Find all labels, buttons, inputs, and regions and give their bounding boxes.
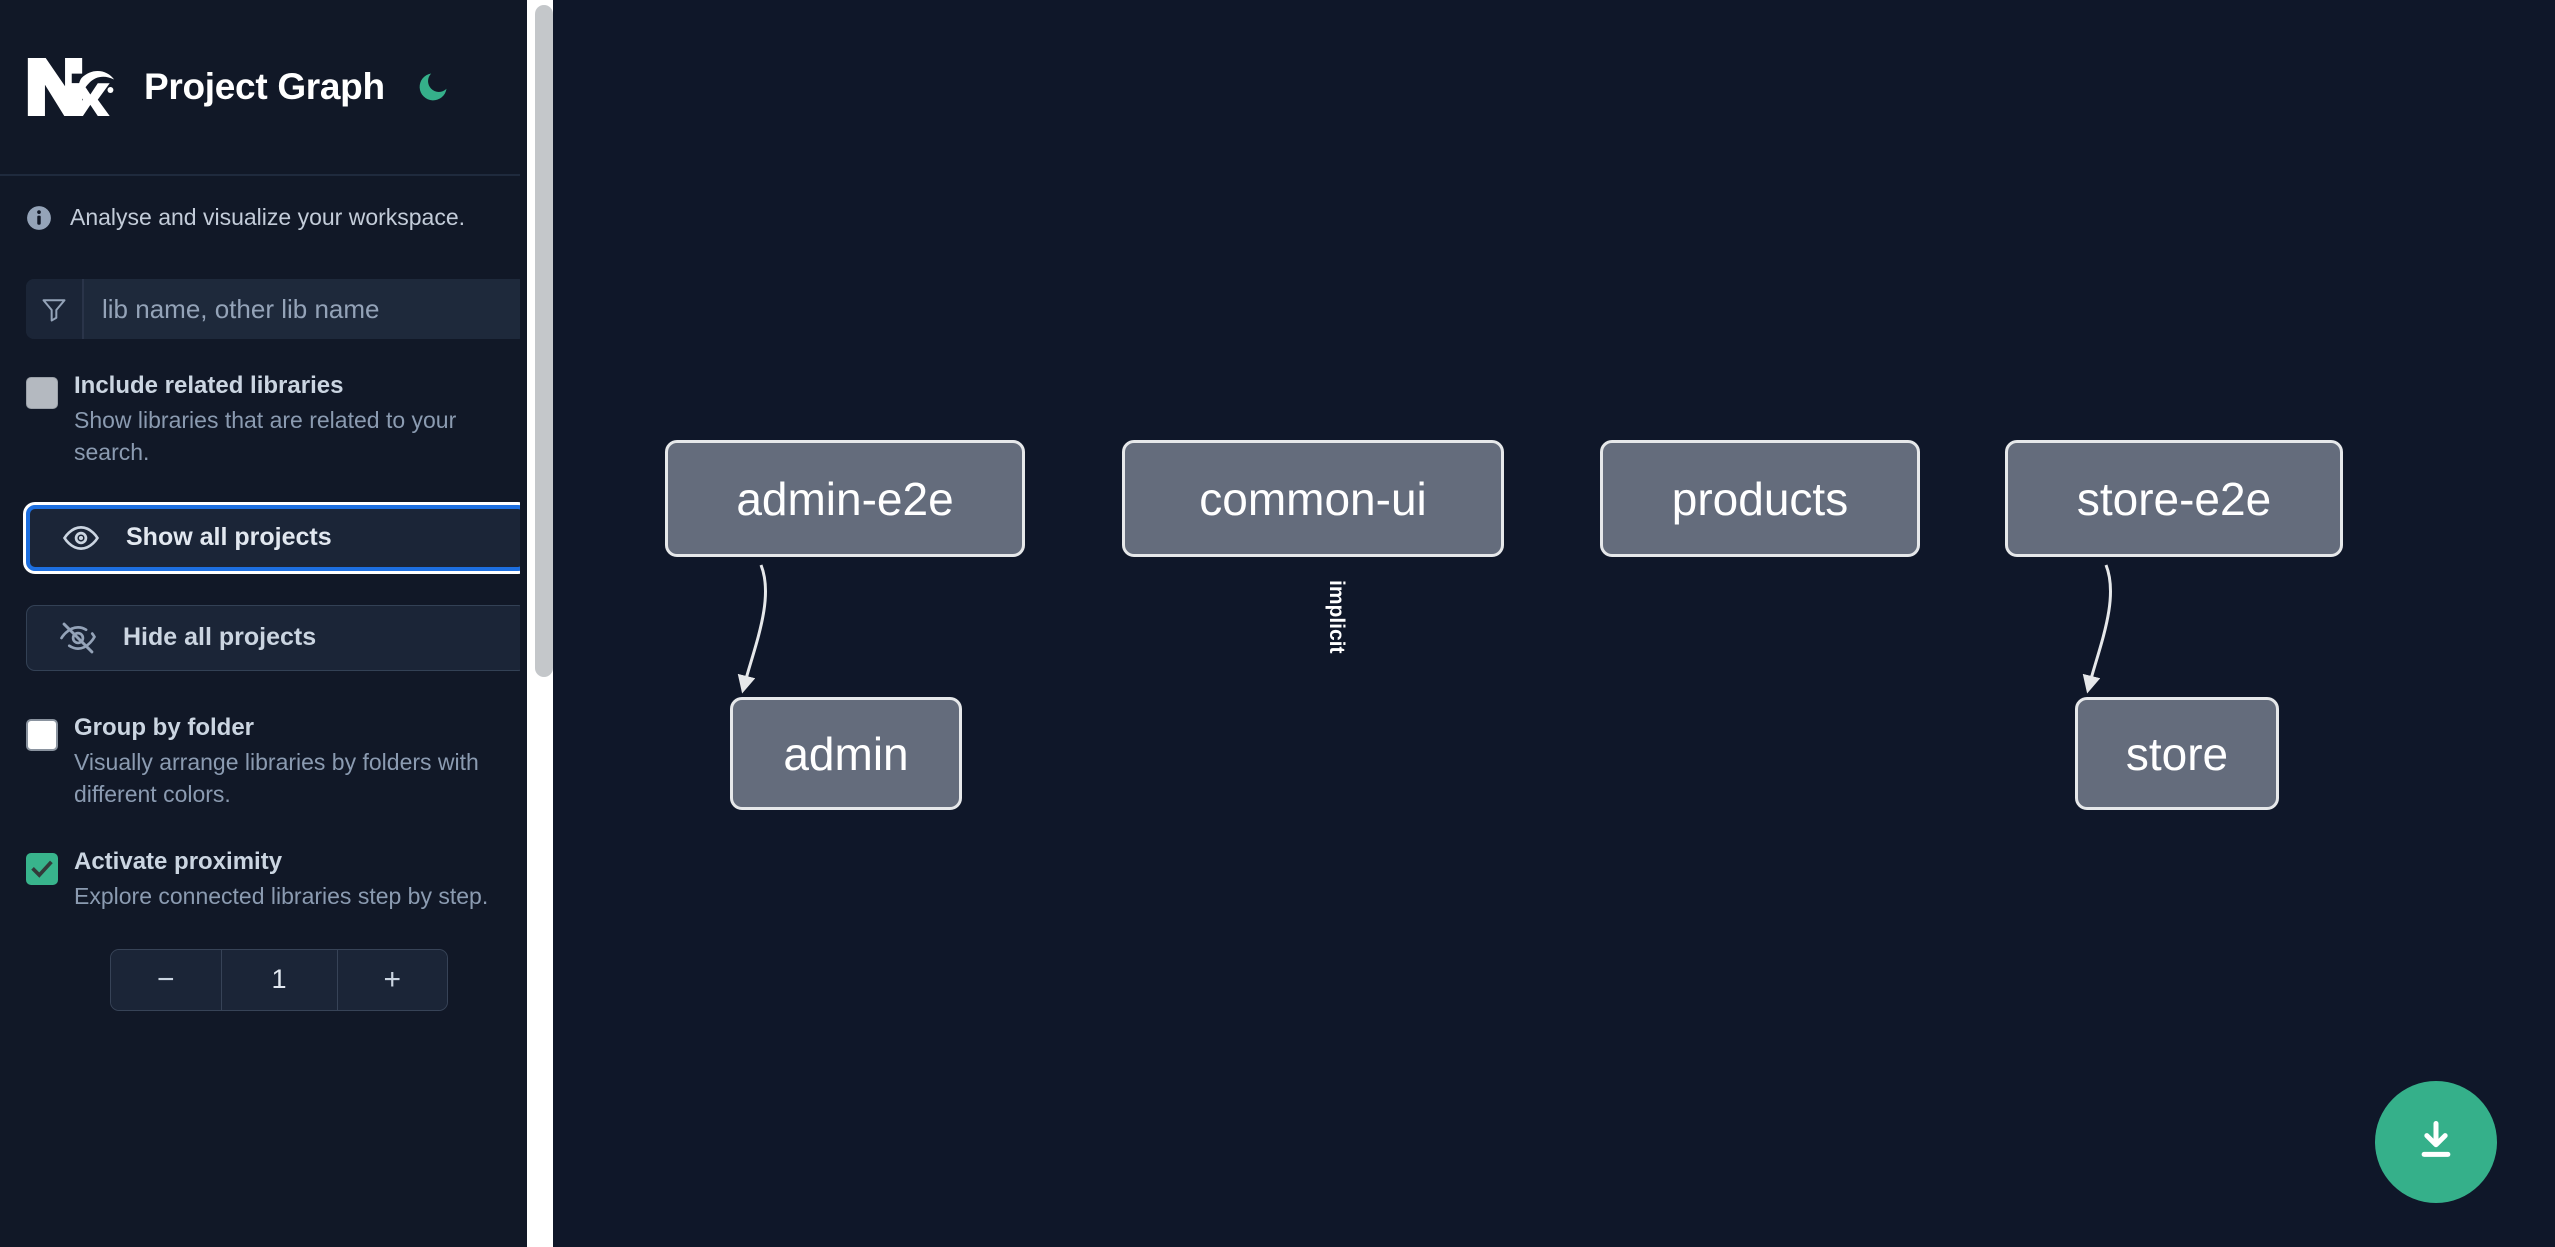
hide-all-projects-button[interactable]: Hide all projects (26, 604, 527, 671)
download-icon (2411, 1116, 2461, 1169)
search-box[interactable] (26, 279, 527, 339)
graph-node-admin[interactable]: admin (730, 697, 962, 810)
edge-admin-e2e-to-admin (737, 564, 767, 694)
option-description: Show libraries that are related to your … (74, 407, 457, 466)
option-label: Group by folder (74, 713, 254, 741)
graph-node-admin-e2e[interactable]: admin-e2e (665, 440, 1025, 557)
checkbox-include-related-libraries[interactable] (26, 377, 58, 409)
info-icon (26, 205, 52, 231)
edge-label-implicit-admin: implicit (1325, 580, 1348, 654)
sidebar: Project Graph Analyse and visualize your… (0, 0, 553, 1247)
hide-all-projects-label: Hide all projects (123, 623, 317, 652)
proximity-decrement-button[interactable]: − (111, 949, 221, 1010)
sidebar-header: Project Graph (0, 0, 553, 176)
option-label: Activate proximity (74, 847, 283, 875)
option-description: Explore connected libraries step by step… (74, 883, 489, 910)
graph-node-store-e2e[interactable]: store-e2e (2005, 440, 2343, 557)
option-include-related-libraries[interactable]: Include related libraries Show libraries… (0, 372, 553, 469)
search-input[interactable] (84, 279, 527, 339)
checkbox-group-by-folder[interactable] (26, 718, 58, 751)
filter-icon (26, 279, 84, 339)
graph-canvas[interactable]: implicit implicit admin-e2e common-ui pr… (553, 0, 2555, 1247)
option-label: Include related libraries (74, 372, 344, 399)
info-banner: Analyse and visualize your workspace. (0, 176, 553, 231)
info-text: Analyse and visualize your workspace. (70, 204, 466, 230)
graph-node-common-ui[interactable]: common-ui (1122, 440, 1504, 557)
checkbox-activate-proximity[interactable] (26, 852, 58, 885)
edge-store-e2e-to-store (2082, 564, 2112, 694)
option-activate-proximity[interactable]: Activate proximity Explore connected lib… (0, 847, 553, 913)
eye-icon (62, 519, 100, 557)
option-description: Visually arrange libraries by folders wi… (74, 749, 479, 807)
page-title: Project Graph (144, 66, 385, 107)
proximity-stepper[interactable]: − 1 + (110, 948, 448, 1011)
eye-off-icon (59, 619, 97, 657)
proximity-value: 1 (220, 949, 338, 1010)
moon-icon[interactable] (413, 67, 453, 107)
download-graph-button[interactable] (2375, 1081, 2497, 1203)
sidebar-scrollbar-thumb[interactable] (535, 5, 553, 677)
nx-logo-icon (26, 55, 116, 119)
sidebar-scrollbar[interactable] (520, 0, 553, 1247)
graph-node-store[interactable]: store (2075, 697, 2279, 810)
show-all-projects-label: Show all projects (126, 523, 332, 552)
graph-node-products[interactable]: products (1600, 440, 1920, 557)
show-all-projects-button[interactable]: Show all projects (26, 504, 527, 571)
proximity-increment-button[interactable]: + (337, 949, 447, 1010)
graph-edges (737, 564, 2112, 694)
option-group-by-folder[interactable]: Group by folder Visually arrange librari… (0, 713, 553, 811)
